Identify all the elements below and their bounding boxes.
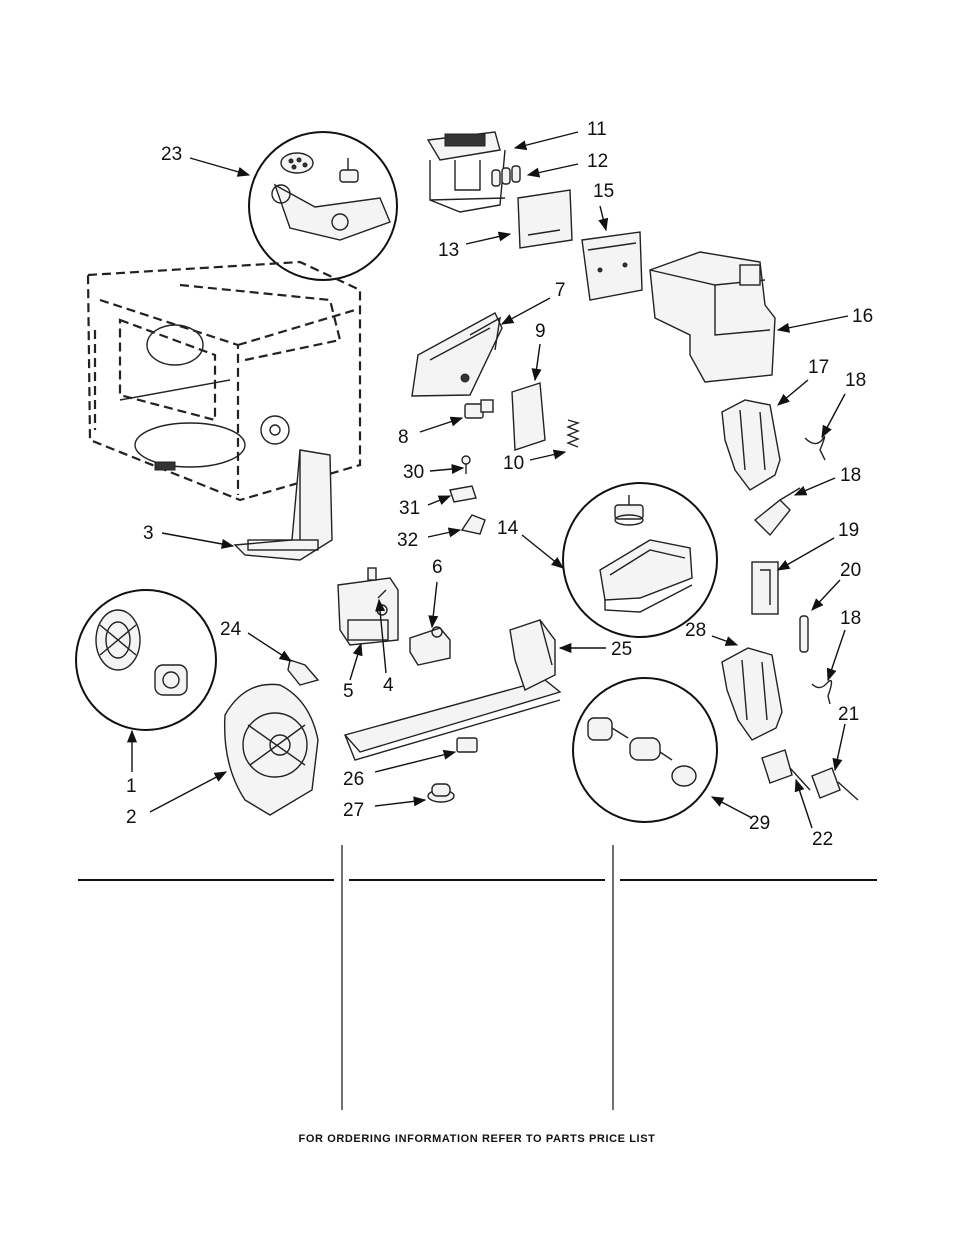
part-18-spring-bottom xyxy=(811,679,833,705)
oven-cavity-assembly xyxy=(86,260,362,502)
part-9-plate xyxy=(511,382,546,451)
part-21-fuse xyxy=(799,615,809,653)
part-6-capacitor xyxy=(409,626,451,666)
callout-19: 18 xyxy=(840,465,861,486)
part-11-bracket xyxy=(426,131,506,213)
part-15-control-board xyxy=(581,231,643,301)
callout-4: 4 xyxy=(383,675,394,696)
callout-14: 14 xyxy=(497,518,519,539)
part-29-switch-holder xyxy=(721,647,783,741)
callout-31: 30 xyxy=(403,462,424,483)
part-13-board xyxy=(517,189,573,249)
callout-13: 13 xyxy=(438,240,459,261)
callout-6: 6 xyxy=(432,557,443,578)
callout-10: 10 xyxy=(503,453,524,474)
callout-11: 11 xyxy=(587,119,607,140)
callout-29: 28 xyxy=(685,620,706,641)
part-20-bracket xyxy=(751,561,779,615)
callout-12: 12 xyxy=(587,151,608,172)
part-33-clip xyxy=(460,514,486,535)
callout-32: 31 xyxy=(399,498,420,519)
callout-30: 29 xyxy=(749,813,770,834)
part-12-fuses xyxy=(491,165,521,187)
part-5-magnetron xyxy=(337,567,399,646)
part-17-switch-holder xyxy=(721,399,781,491)
callout-8: 8 xyxy=(398,427,409,448)
part-8-solenoid xyxy=(464,399,494,419)
callout-18-top: 18 xyxy=(845,370,866,391)
part-2-blower-housing xyxy=(223,683,319,816)
part-32-pad xyxy=(449,485,477,503)
callout-17: 17 xyxy=(808,357,829,378)
callout-21: 20 xyxy=(840,560,861,581)
part-28-cap xyxy=(427,783,455,803)
detail-circle-14 xyxy=(562,482,718,638)
callout-15: 15 xyxy=(593,181,614,202)
part-7-damper xyxy=(411,312,503,397)
callout-28: 27 xyxy=(343,800,364,821)
part-10-spring xyxy=(566,419,581,448)
detail-circle-1 xyxy=(75,589,217,731)
callout-22: 21 xyxy=(838,704,859,725)
callout-9: 9 xyxy=(535,321,546,342)
parts-list-table-frame xyxy=(78,845,877,1110)
ordering-info-footer: FOR ORDERING INFORMATION REFER TO PARTS … xyxy=(298,1133,656,1145)
detail-circle-24 xyxy=(248,131,398,281)
part-3-duct xyxy=(233,449,333,561)
part-27-switch xyxy=(456,737,478,753)
part-25-bracket xyxy=(287,659,320,686)
detail-circle-30 xyxy=(572,677,718,823)
callout-33: 32 xyxy=(397,530,418,551)
leader-lines xyxy=(126,131,849,829)
callout-26: 25 xyxy=(611,639,632,660)
callout-labels: 11 12 15 13 7 16 9 17 18 8 10 30 18 31 1… xyxy=(126,119,873,850)
callout-16: 16 xyxy=(852,306,873,327)
part-16-vent-duct xyxy=(649,251,776,383)
callout-25: 24 xyxy=(220,619,242,640)
part-4-gasket xyxy=(377,589,387,599)
callout-18-bottom: 18 xyxy=(840,608,861,629)
callout-23: 22 xyxy=(812,829,833,850)
callout-3: 3 xyxy=(143,523,154,544)
callout-5: 5 xyxy=(343,681,354,702)
callout-2: 2 xyxy=(126,807,137,828)
part-18-spring-top xyxy=(804,436,826,461)
part-23-switch xyxy=(761,749,811,791)
part-22-switch xyxy=(811,767,859,801)
callout-24: 23 xyxy=(161,144,182,165)
part-19-switch xyxy=(753,487,801,537)
part-31-screw xyxy=(461,455,471,474)
callout-27: 26 xyxy=(343,769,364,790)
callout-7: 7 xyxy=(555,280,566,301)
callout-20: 19 xyxy=(838,520,859,541)
part-26-channel xyxy=(343,619,562,761)
callout-1: 1 xyxy=(126,776,137,797)
